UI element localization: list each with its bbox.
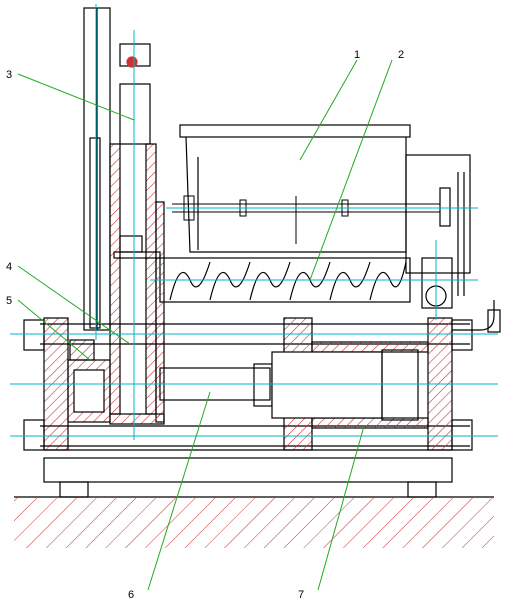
ground [14, 496, 494, 548]
stirring-shaft [172, 195, 440, 244]
label-5: 5 [6, 295, 12, 307]
hydraulic-cylinder [271, 300, 501, 451]
label-3: 3 [6, 69, 12, 81]
centerlines [10, 4, 498, 440]
hopper [179, 124, 471, 296]
leader-lines [17, 59, 393, 591]
base-frame [43, 449, 453, 498]
label-4: 4 [6, 261, 12, 273]
label-7: 7 [298, 589, 304, 601]
vertical-chamber [109, 143, 165, 425]
label-6: 6 [128, 589, 134, 601]
label-1: 1 [354, 49, 360, 61]
ram [159, 363, 273, 407]
screw-conveyor [159, 257, 453, 309]
label-2: 2 [398, 49, 404, 61]
